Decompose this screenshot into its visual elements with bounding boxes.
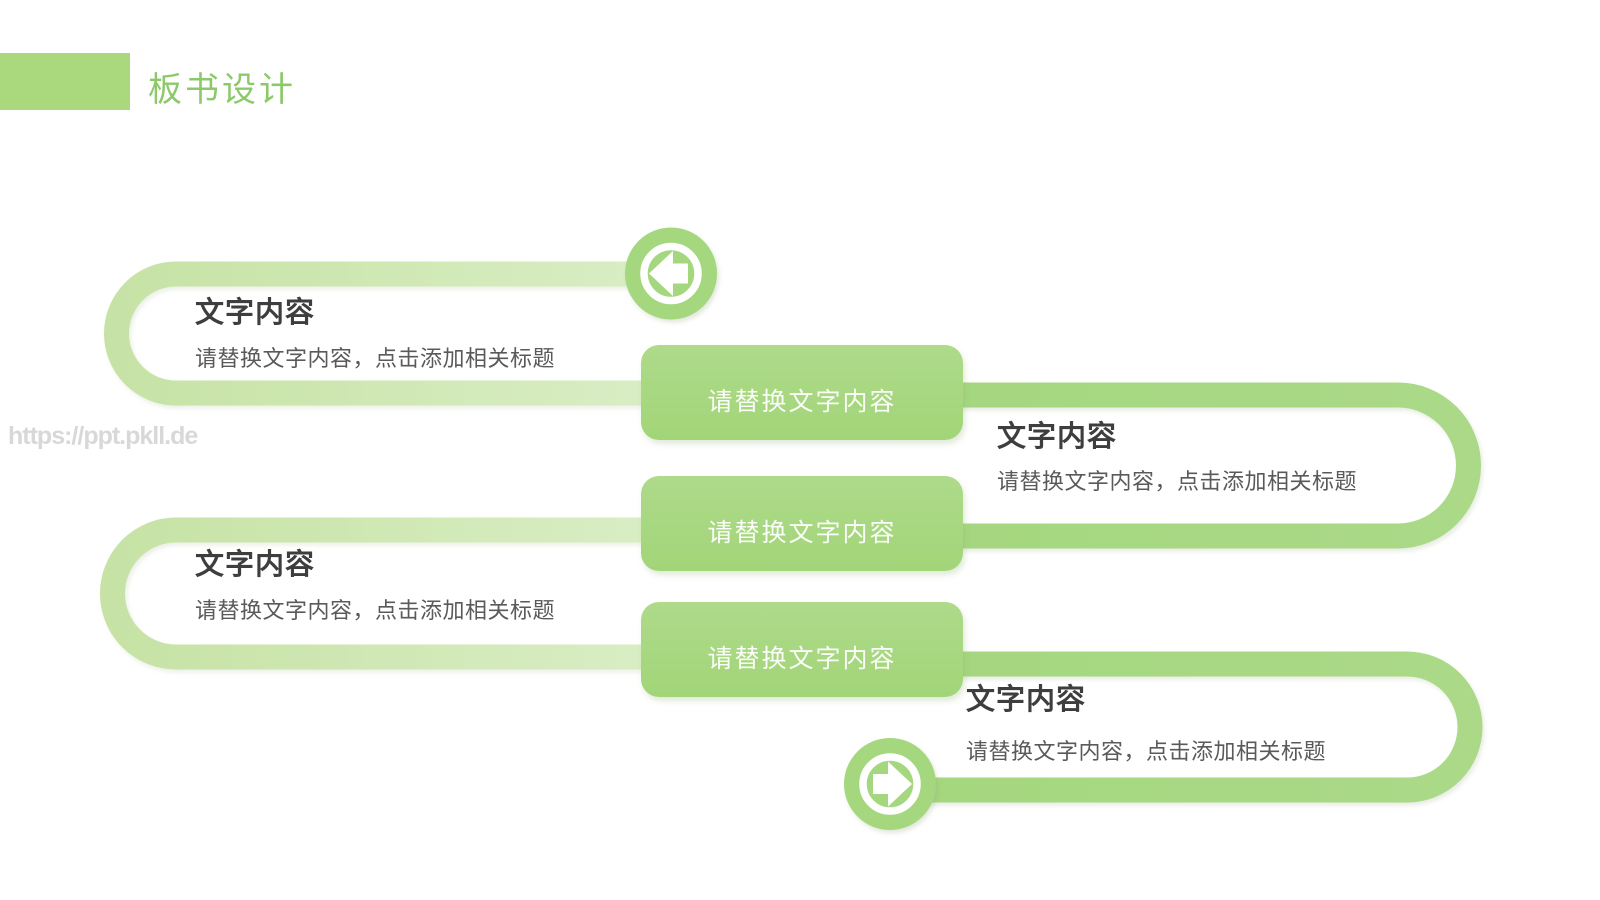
- text-group-1[interactable]: 文字内容 请替换文字内容，点击添加相关标题: [195, 296, 555, 372]
- text-group-3-heading: 文字内容: [195, 549, 316, 581]
- text-group-2-desc: 请替换文字内容，点击添加相关标题: [997, 469, 1358, 494]
- text-group-4[interactable]: 文字内容 请替换文字内容，点击添加相关标题: [966, 683, 1326, 765]
- connector-capsule-top-right: [950, 382, 1481, 549]
- pill-box-2-label: 请替换文字内容: [707, 519, 897, 547]
- text-group-3-desc: 请替换文字内容，点击添加相关标题: [195, 598, 556, 623]
- page-title[interactable]: 板书设计: [148, 71, 296, 109]
- arrow-badge-left: [625, 227, 717, 320]
- connector-capsule-top-left: [104, 261, 671, 406]
- pill-box-2[interactable]: 请替换文字内容: [641, 476, 963, 571]
- text-group-1-heading: 文字内容: [195, 297, 316, 329]
- text-group-4-heading: 文字内容: [966, 684, 1087, 716]
- title-accent-block: [0, 53, 130, 110]
- arrow-right-icon: [873, 761, 912, 807]
- arrow-left-icon: [649, 251, 688, 296]
- arrow-badge-right: [844, 738, 936, 830]
- arrow-badge-left-ring: [640, 242, 702, 305]
- text-group-2-heading: 文字内容: [997, 421, 1118, 453]
- connector-capsule-bottom-right: [893, 651, 1483, 803]
- connector-capsule-bottom-left: [100, 517, 665, 670]
- text-group-4-desc: 请替换文字内容，点击添加相关标题: [966, 739, 1327, 764]
- pill-box-1-label: 请替换文字内容: [707, 388, 897, 416]
- text-group-3[interactable]: 文字内容 请替换文字内容，点击添加相关标题: [195, 548, 555, 624]
- pill-box-3-label: 请替换文字内容: [707, 645, 897, 673]
- watermark-url: https://ppt.pkll.de: [8, 422, 198, 450]
- pill-box-3[interactable]: 请替换文字内容: [641, 602, 963, 697]
- arrow-badge-right-ring: [859, 753, 921, 815]
- text-group-1-desc: 请替换文字内容，点击添加相关标题: [195, 346, 556, 371]
- pill-box-1[interactable]: 请替换文字内容: [641, 345, 963, 440]
- text-group-2[interactable]: 文字内容 请替换文字内容，点击添加相关标题: [997, 420, 1357, 495]
